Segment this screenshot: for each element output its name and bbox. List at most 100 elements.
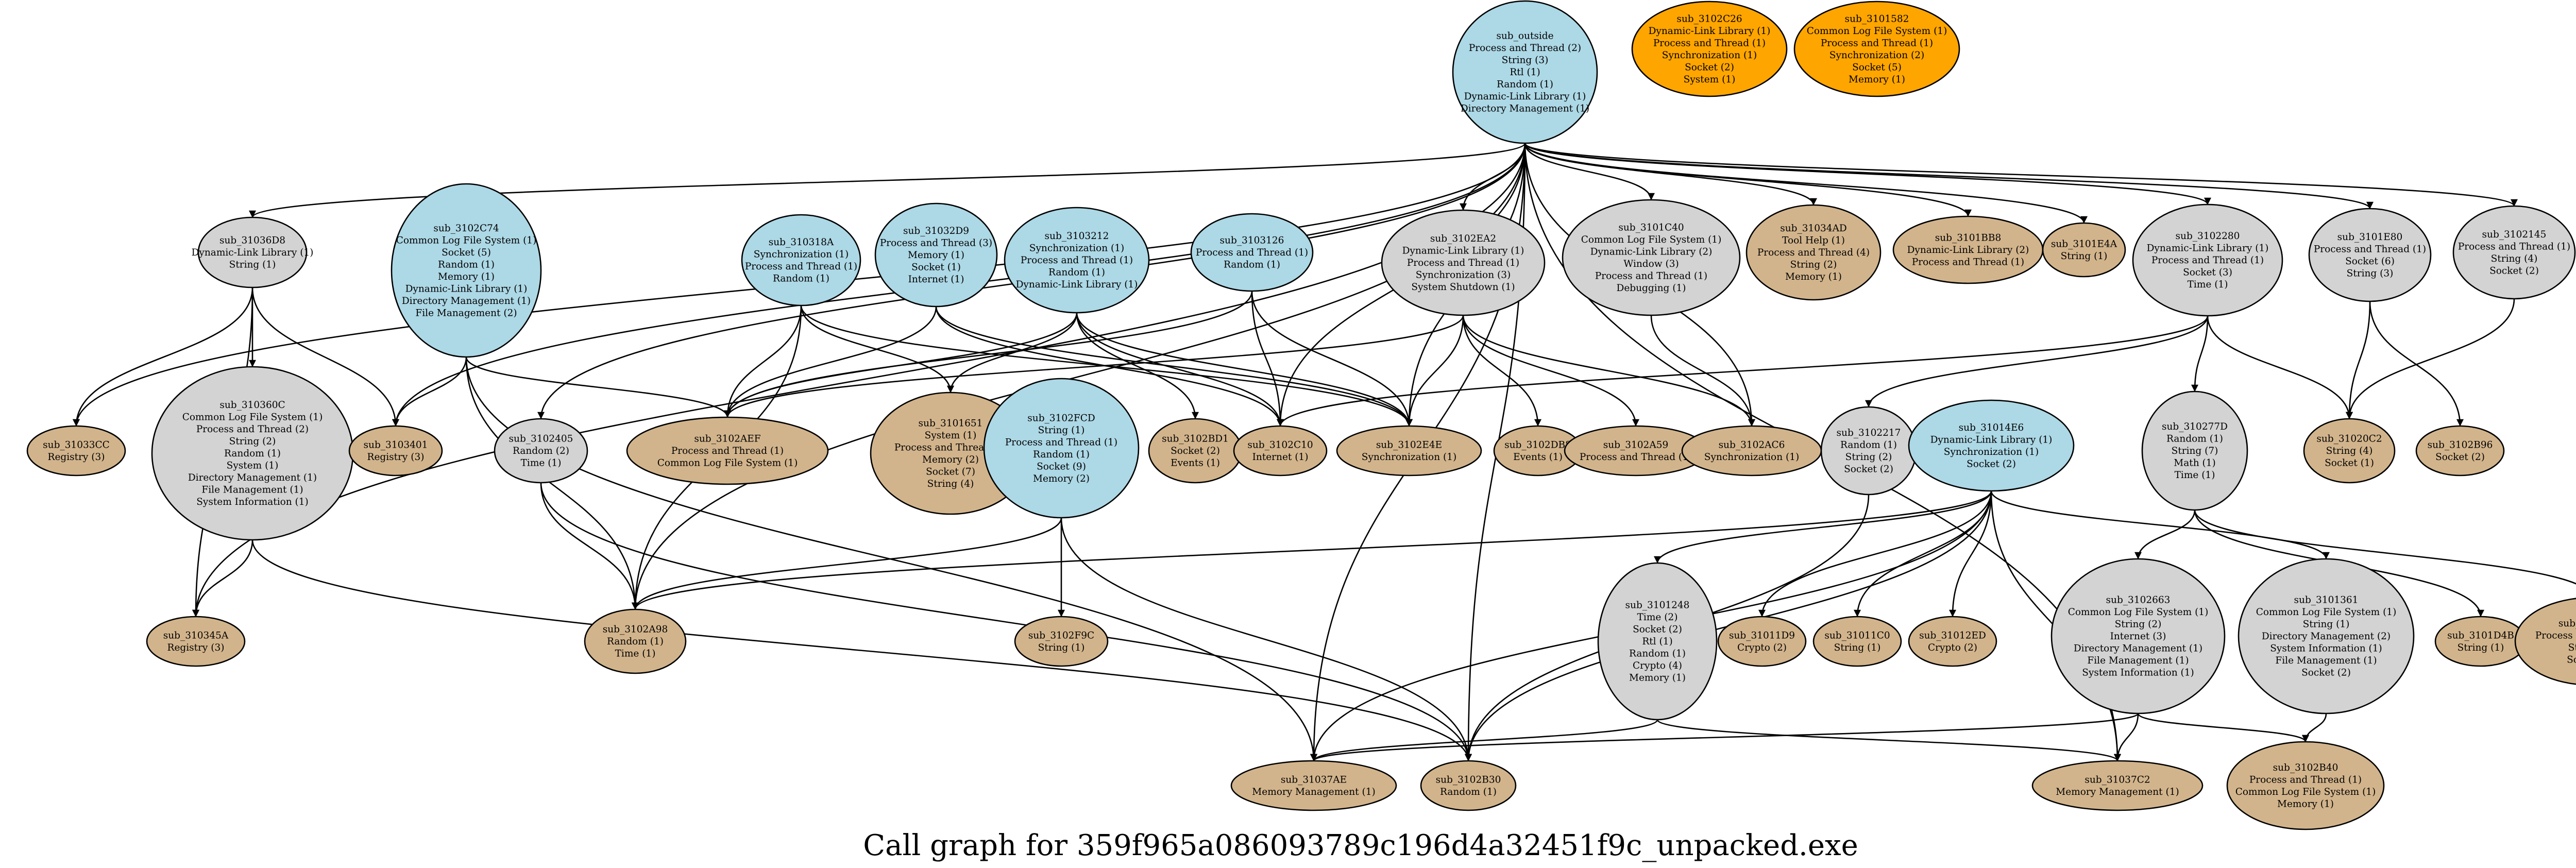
edge-31014E6-to-31012ED bbox=[1949, 490, 1992, 617]
node-name: sub_3102A98 bbox=[603, 624, 668, 635]
node-api-category: Process and Thread (1) bbox=[1407, 258, 1519, 268]
edge-3101248-to-31037AE bbox=[1310, 719, 1658, 761]
node-shape bbox=[146, 616, 246, 667]
node-shape bbox=[1336, 425, 1482, 476]
node-api-category: Memory (1) bbox=[1629, 673, 1686, 684]
node-shape bbox=[584, 608, 687, 674]
node-name: sub_3101C40 bbox=[1618, 222, 1684, 233]
node-name: sub_310318A bbox=[769, 237, 834, 248]
node-shape bbox=[2031, 760, 2204, 811]
node-name: sub_31033CC bbox=[43, 439, 110, 450]
node-api-category: Socket (2) bbox=[1633, 624, 1682, 635]
node-name: sub_3102C26 bbox=[1676, 13, 1742, 24]
node-api-category: Synchronization (2) bbox=[1829, 50, 1924, 61]
node-api-category: Common Log File System (1) bbox=[2256, 607, 2397, 618]
edge-outside-to-3101C40 bbox=[1524, 143, 1655, 200]
node-api-category: Common Log File System (1) bbox=[2068, 607, 2209, 618]
node-api-category: Memory (1) bbox=[2277, 798, 2334, 809]
node-api-category: Synchronization (1) bbox=[1662, 50, 1757, 61]
node-api-category: Random (2) bbox=[513, 446, 569, 456]
node-api-category: Synchronization (1) bbox=[1704, 452, 1799, 463]
node-api-category: String (2) bbox=[2115, 619, 2162, 630]
node-name: sub_3102C10 bbox=[1247, 439, 1313, 450]
node-name: sub_31037C2 bbox=[2084, 774, 2150, 785]
node-name: sub_31020C2 bbox=[2316, 434, 2382, 445]
node-shape bbox=[494, 418, 588, 484]
node-api-category: Process and Thread (1) bbox=[1595, 270, 1707, 281]
node-shape bbox=[1745, 204, 1882, 301]
node-api-category: Synchronization (1) bbox=[1029, 243, 1124, 254]
node-name: sub_31037AE bbox=[1281, 774, 1347, 785]
edge-3102FCD-to-3102B30 bbox=[1060, 517, 1472, 761]
node-name: sub_3102A59 bbox=[1603, 439, 1668, 450]
edge-31036D8-to-31033CC bbox=[73, 287, 253, 427]
node-name: sub_3102145 bbox=[2482, 229, 2547, 240]
node-api-category: Synchronization (1) bbox=[1944, 447, 2039, 457]
edge-3102280-to-3102217 bbox=[1865, 315, 2209, 407]
edge-outside-to-310345A bbox=[192, 143, 1526, 617]
node-name: sub_31011C0 bbox=[1824, 630, 1890, 641]
node-api-category: Crypto (2) bbox=[1928, 642, 1977, 653]
node-api-category: Crypto (2) bbox=[1737, 642, 1787, 653]
edge-outside-to-3102145 bbox=[1524, 143, 2518, 207]
node-api-category: Socket (5) bbox=[1852, 62, 1902, 73]
node-api-category: Random (1) bbox=[1440, 787, 1497, 797]
node-name: sub_3102C74 bbox=[433, 223, 499, 234]
node-api-category: File Management (1) bbox=[2275, 655, 2377, 666]
node-name: sub_3102F9C bbox=[1028, 630, 1094, 641]
node-name: sub_31036D8 bbox=[219, 235, 285, 246]
node-api-category: System (1) bbox=[925, 430, 977, 441]
node-api-category: String (1) bbox=[1038, 642, 1085, 653]
node-shape bbox=[1562, 199, 1741, 316]
node-api-category: String (1) bbox=[229, 260, 276, 270]
node-api-category: Registry (3) bbox=[367, 452, 425, 463]
edge-3102663-to-3102B40 bbox=[2137, 713, 2309, 742]
node-api-category: Tool Help (1) bbox=[1782, 235, 1845, 246]
node-api-category: Memory (1) bbox=[908, 250, 964, 261]
node-shape bbox=[1812, 616, 1902, 667]
node-api-category: String (1) bbox=[2458, 642, 2504, 653]
node-name: sub_3103212 bbox=[1045, 231, 1109, 242]
node-shape bbox=[1793, 1, 1960, 97]
node-api-category: String (2) bbox=[229, 436, 276, 447]
node-api-category: Memory (2) bbox=[922, 454, 979, 465]
edge-31032D9-to-3102E4E bbox=[935, 306, 1413, 427]
node-sub-31023EE: sub_31023EEProcess and Thread (1)String … bbox=[2514, 598, 2576, 685]
node-shape bbox=[1681, 425, 1822, 476]
node-api-category: String (1) bbox=[1038, 425, 1085, 436]
node-api-category: Random (1) bbox=[1840, 439, 1897, 450]
node-name: sub_31014E6 bbox=[1959, 422, 2024, 433]
node-api-category: Socket (9) bbox=[1037, 461, 1086, 472]
node-shape bbox=[1631, 1, 1788, 97]
node-api-category: Time (1) bbox=[2188, 279, 2228, 290]
node-api-category: Events (1) bbox=[1171, 458, 1220, 469]
node-shape bbox=[2238, 558, 2415, 714]
edge-310360C-to-3102B30 bbox=[251, 539, 1472, 761]
node-api-category: Directory Management (1) bbox=[2074, 643, 2202, 654]
node-shape bbox=[983, 378, 1140, 519]
node-api-category: System (1) bbox=[227, 461, 279, 471]
edge-3102EA2-to-3102AC6 bbox=[1462, 315, 1755, 427]
node-api-category: Socket (2) bbox=[2435, 452, 2485, 463]
node-shape bbox=[1452, 0, 1598, 144]
node-api-category: Directory Management (1) bbox=[1461, 104, 1589, 114]
node-api-category: Random (1) bbox=[1497, 79, 1553, 90]
